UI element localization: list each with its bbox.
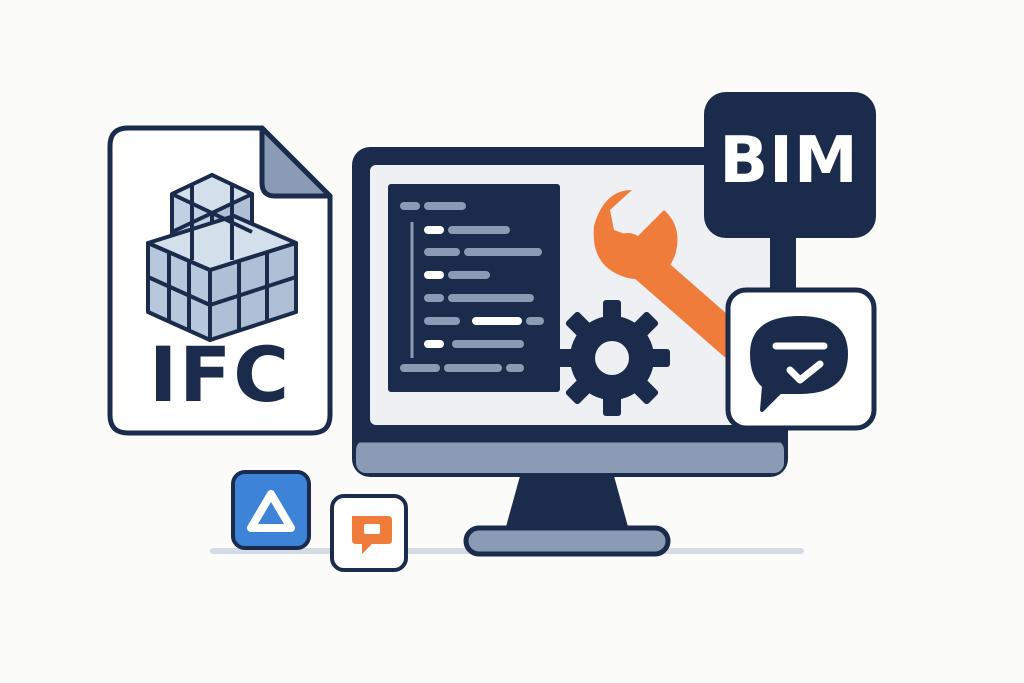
bim-label: BIM <box>719 124 859 198</box>
triangle-app-icon <box>231 470 311 550</box>
building-model-icon <box>146 173 298 342</box>
ifc-file-icon <box>107 125 333 436</box>
wrench-icon <box>593 190 757 365</box>
bim-badge-icon <box>704 92 876 298</box>
ifc-label: IFC <box>149 330 291 419</box>
chat-check-icon <box>725 287 877 431</box>
gear-icon <box>554 300 670 416</box>
code-editor-icon <box>388 184 560 392</box>
monitor-neck <box>504 476 630 534</box>
monitor-base <box>463 525 671 557</box>
speech-bubble-app-icon <box>330 494 408 572</box>
